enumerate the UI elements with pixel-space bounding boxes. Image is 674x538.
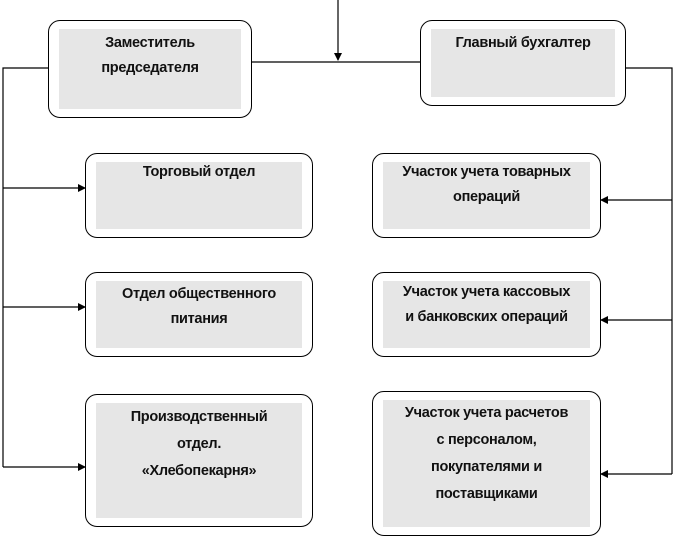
box-catering-department: Отдел общественного питания: [85, 272, 313, 357]
box-label: Отдел общественного: [122, 286, 276, 302]
box-chief-accountant: Главный бухгалтер: [420, 20, 626, 106]
left-trunk: [2, 67, 48, 467]
box-fill: [383, 281, 590, 348]
box-label: Заместитель: [105, 35, 195, 51]
box-label: Главный бухгалтер: [455, 35, 591, 51]
box-fill: [383, 162, 590, 229]
box-cash-bank-accounting: Участок учета кассовых и банковских опера…: [372, 272, 601, 357]
box-label: председателя: [101, 60, 199, 76]
box-label: поставщиками: [435, 486, 538, 502]
box-label: Торговый отдел: [142, 164, 256, 180]
box-fill: [59, 29, 241, 109]
box-label: и банковских операций: [405, 309, 568, 325]
box-label: питания: [170, 311, 228, 327]
box-label: отдел.: [176, 436, 222, 452]
box-fill: [96, 403, 302, 518]
box-label: Участок учета кассовых: [402, 284, 571, 300]
box-label: покупателями и: [431, 459, 542, 475]
box-label: Производственный: [130, 409, 268, 425]
box-deputy-chairman: Заместитель председателя: [48, 20, 252, 118]
box-label: «Хлебопекарня»: [141, 463, 257, 479]
box-label: Участок учета товарных: [402, 164, 571, 180]
box-label: операций: [453, 189, 520, 205]
box-fill: [96, 281, 302, 348]
box-fill: [383, 400, 590, 527]
box-production-department: Производственный отдел. «Хлебопекарня»: [85, 394, 313, 527]
box-fill: [431, 29, 615, 97]
box-settlements-accounting: Участок учета расчетов с персоналом, покуп…: [372, 391, 601, 536]
box-label: с персоналом,: [436, 432, 537, 448]
box-trade-department: Торговый отдел: [85, 153, 313, 238]
box-goods-accounting: Участок учета товарных операций: [372, 153, 601, 238]
box-fill: [96, 162, 302, 229]
box-label: Участок учета расчетов: [404, 405, 569, 421]
right-trunk: [626, 67, 673, 474]
